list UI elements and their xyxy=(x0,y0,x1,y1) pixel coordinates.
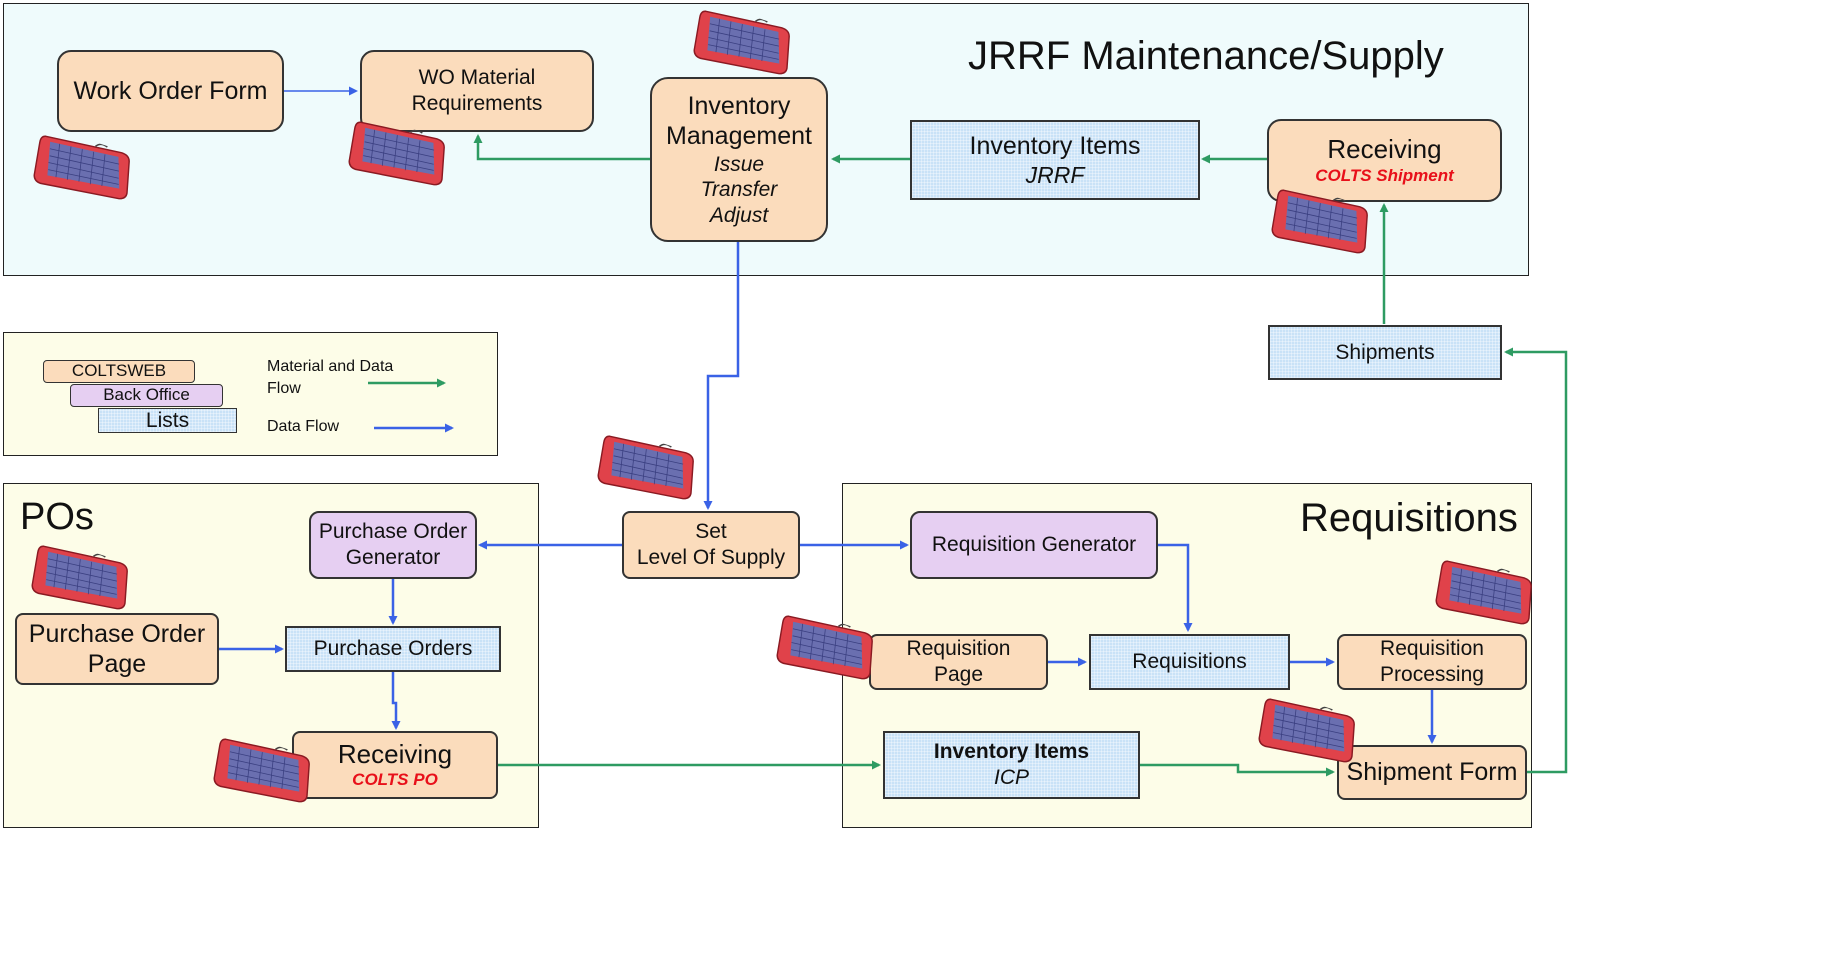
inventory-management-line2: Management xyxy=(666,122,812,151)
requisition-processing-line2: Processing xyxy=(1380,663,1484,686)
legend-lists: Lists xyxy=(98,408,237,433)
receiving-po-sub: COLTS PO xyxy=(352,770,438,790)
legend-material-flow-label: Material and Data Flow xyxy=(267,356,393,399)
requisition-page-line2: Page xyxy=(933,663,984,686)
inventory-items-jrrf: Inventory Items JRRF xyxy=(910,120,1200,200)
inventory-items-jrrf-sub: JRRF xyxy=(1025,162,1085,189)
inventory-items-icp: Inventory Items ICP xyxy=(883,731,1140,799)
requisitions-label: Requisitions xyxy=(1132,650,1247,674)
inventory-management-line1: Inventory xyxy=(687,91,791,120)
purchase-orders-list: Purchase Orders xyxy=(285,626,501,672)
requisition-generator-label: Requisition Generator xyxy=(931,533,1137,557)
set-level-line1: Set xyxy=(695,520,727,544)
shipment-form: Shipment Form xyxy=(1337,745,1527,800)
legend-material-flow-line1: Material and Data xyxy=(267,358,394,375)
receiving-po-title: Receiving xyxy=(337,738,453,769)
po-page-line2: Page xyxy=(87,650,147,678)
keyboard-icon xyxy=(590,425,704,511)
legend-back-office-label: Back Office xyxy=(103,385,190,405)
inventory-items-jrrf-title: Inventory Items xyxy=(969,131,1141,160)
requisition-processing: Requisition Processing xyxy=(1337,634,1527,690)
legend-coltsweb-label: COLTSWEB xyxy=(71,361,167,381)
shipments-list: Shipments xyxy=(1268,325,1502,380)
work-order-form: Work Order Form xyxy=(57,50,284,132)
receiving-colts-shipment: Receiving COLTS Shipment xyxy=(1267,119,1502,202)
requisition-page: Requisition Page xyxy=(869,634,1048,690)
jrrf-title: JRRF Maintenance/Supply xyxy=(968,34,1444,78)
requisitions-title: Requisitions xyxy=(1300,496,1518,540)
po-generator-line1: Purchase Order xyxy=(318,520,468,544)
receiving-shipment-title: Receiving xyxy=(1327,134,1442,165)
wo-material-requirements: WO Material Requirements xyxy=(360,50,594,132)
legend-material-flow-line2: Flow xyxy=(267,379,301,397)
wo-material-line1: WO Material xyxy=(418,66,536,90)
inventory-transfer: Transfer xyxy=(700,178,778,202)
wo-material-line2: Requirements xyxy=(411,92,543,115)
inventory-issue: Issue xyxy=(713,152,765,176)
shipments-label: Shipments xyxy=(1335,340,1435,364)
inventory-adjust: Adjust xyxy=(709,203,769,227)
set-level-line2: Level Of Supply xyxy=(636,546,786,569)
legend-coltsweb: COLTSWEB xyxy=(43,360,195,383)
purchase-order-page: Purchase Order Page xyxy=(15,613,219,685)
arrow-inventory-to-setlevel xyxy=(703,242,740,510)
requisition-processing-line1: Requisition xyxy=(1380,637,1484,661)
legend-back-office: Back Office xyxy=(70,384,223,407)
requisition-generator: Requisition Generator xyxy=(910,511,1158,579)
receiving-shipment-sub: COLTS Shipment xyxy=(1315,165,1454,185)
inventory-items-icp-title: Inventory Items xyxy=(933,740,1090,764)
po-page-line1: Purchase Order xyxy=(28,619,206,648)
pos-title: POs xyxy=(20,496,94,538)
po-generator-line2: Generator xyxy=(345,546,441,569)
shipment-form-label: Shipment Form xyxy=(1346,758,1518,787)
requisition-page-line1: Requisition xyxy=(906,637,1011,661)
set-level-of-supply: Set Level Of Supply xyxy=(622,511,800,579)
purchase-order-generator: Purchase Order Generator xyxy=(309,511,477,579)
work-order-form-label: Work Order Form xyxy=(73,76,268,105)
inventory-management: Inventory Management Issue Transfer Adju… xyxy=(650,77,828,242)
requisitions-list: Requisitions xyxy=(1089,634,1290,690)
inventory-items-icp-sub: ICP xyxy=(993,766,1029,789)
legend-lists-label: Lists xyxy=(145,408,190,432)
legend-data-flow-label: Data Flow xyxy=(267,418,340,435)
purchase-orders-label: Purchase Orders xyxy=(313,637,473,661)
